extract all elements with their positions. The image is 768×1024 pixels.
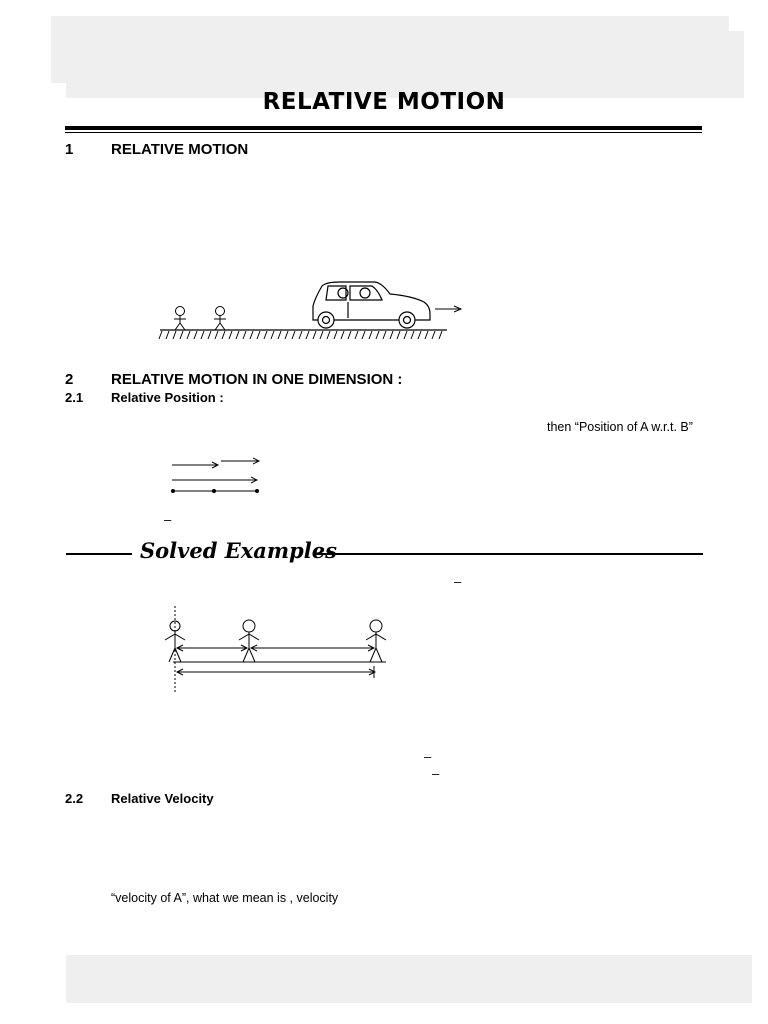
dash-mark: – [424,749,432,764]
section-2-number: 2 [65,371,74,388]
section-2-1-number: 2.1 [65,390,84,405]
dash-mark: – [454,574,462,589]
section-2-1-title: Relative Position : [111,390,224,405]
car-and-people-figure [158,281,463,340]
solved-examples-heading: Solved Examples [66,538,703,568]
section-2-2-title: Relative Velocity [111,791,214,806]
position-wrt-text: then “Position of A w.r.t. B” [547,420,693,434]
solved-examples-label: Solved Examples [140,538,337,563]
footer-band [66,955,752,1003]
header-band-front [66,31,744,98]
section-2-title: RELATIVE MOTION IN ONE DIMENSION : [111,371,403,388]
section-2-2-number: 2.2 [65,791,84,806]
dash-mark: – [164,512,172,527]
three-persons-diagram [164,606,387,692]
section-1-number: 1 [65,141,74,158]
title-rule-thin [65,132,702,133]
solved-rule-left [66,553,132,555]
page-title: RELATIVE MOTION [262,89,506,115]
position-vector-diagram [171,457,261,493]
velocity-text: “velocity of A”, what we mean is , veloc… [111,891,339,905]
section-1-title: RELATIVE MOTION [111,141,249,158]
solved-rule-right [316,553,703,555]
dash-mark: – [432,766,440,781]
title-rule-thick [65,126,702,130]
